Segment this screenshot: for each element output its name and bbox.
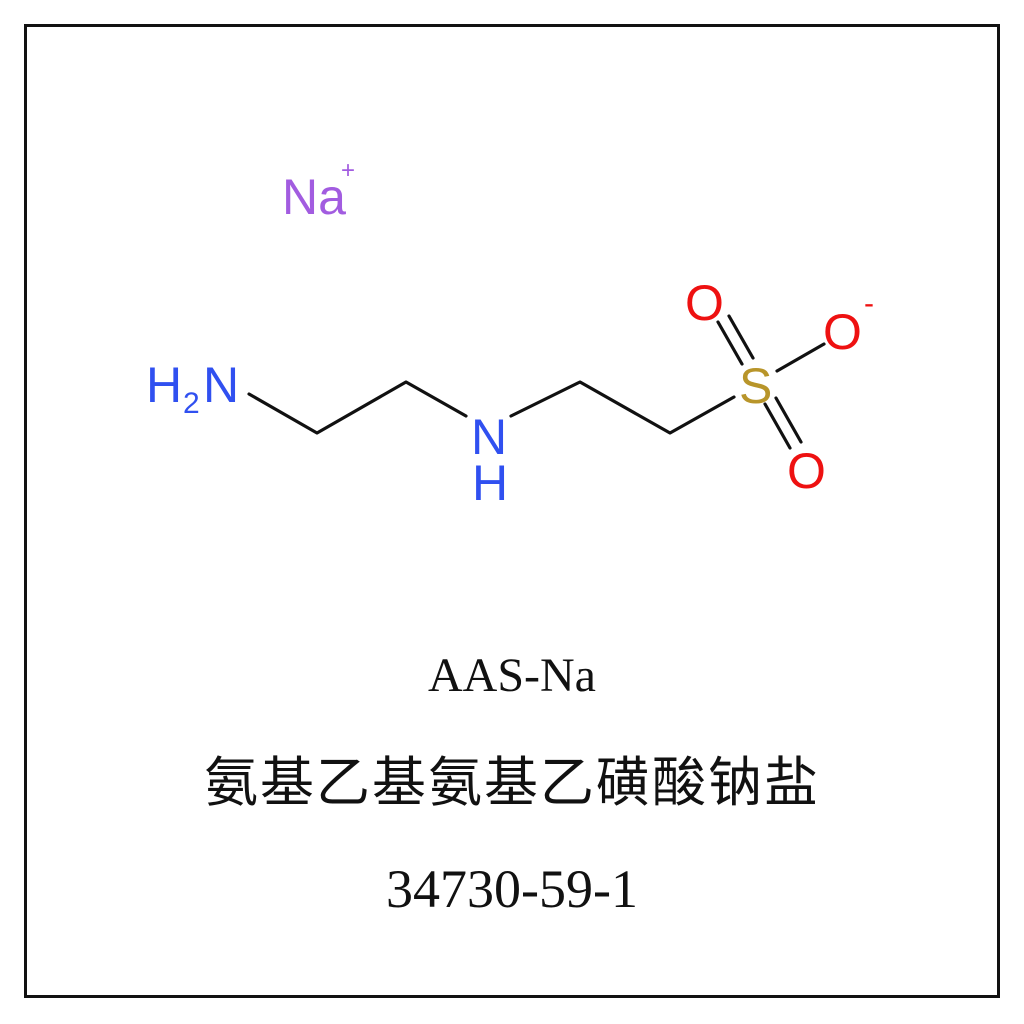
imine-group: N H [471, 409, 508, 511]
compound-abbreviation: AAS-Na [428, 649, 596, 702]
amine-group: H 2 N [146, 357, 239, 420]
sulfonate-group: S O O - O [685, 275, 874, 499]
bond-s-o-anion [775, 342, 826, 373]
oxygen-anion-charge: - [864, 287, 874, 320]
amine-n: N [203, 357, 239, 413]
cas-number: 34730-59-1 [386, 859, 638, 919]
compound-chinese-name: 氨基乙基氨基乙磺酸钠盐 [204, 751, 820, 814]
sulfur: S [739, 358, 772, 414]
sodium-symbol: Na [282, 169, 346, 225]
oxygen-anion: O [823, 304, 862, 360]
amine-subscript: 2 [183, 387, 200, 420]
bond-s-o-bottom-1 [763, 402, 792, 450]
bond-s-o-bottom-2 [774, 396, 803, 444]
imine-n: N [471, 409, 507, 465]
amine-h: H [146, 357, 182, 413]
bond-chain-left [247, 380, 468, 435]
bonds [247, 314, 826, 450]
bond-s-o-top-2 [727, 314, 755, 360]
sodium-charge: + [341, 157, 355, 184]
imine-h: H [472, 455, 508, 511]
bond-s-o-top-1 [716, 320, 744, 366]
oxygen-top: O [685, 275, 724, 331]
oxygen-bottom: O [787, 443, 826, 499]
diagram-frame [24, 24, 1000, 998]
sodium-ion: Na + [282, 157, 355, 225]
bond-chain-right [509, 380, 736, 435]
